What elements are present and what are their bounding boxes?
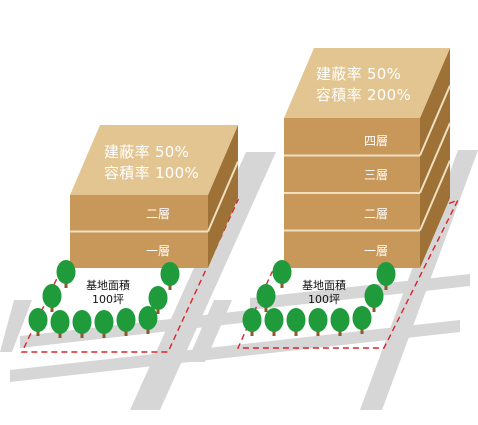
right-floor-2-label: 二層 [363, 207, 389, 221]
left-building-roof [70, 125, 238, 195]
right-tree-crown-2 [376, 262, 396, 286]
left-floor-1-label: 一層 [145, 244, 171, 258]
right-tree-crown-7 [286, 308, 306, 332]
left-tree-crown-7 [72, 310, 92, 334]
right-tree-crown-9 [330, 308, 350, 332]
left-tree-crown-2 [160, 262, 180, 286]
left-building-floor-divider-side-1 [207, 161, 239, 232]
left-trees [28, 260, 180, 338]
right-floor-1-label: 一層 [363, 244, 389, 258]
road-segment-1 [10, 320, 460, 382]
left-site-area-value: 100坪 [92, 292, 124, 306]
road-segment-4 [0, 300, 32, 352]
right-floor-3-label: 三層 [363, 168, 389, 182]
right-tree-crown-5 [242, 308, 262, 332]
right-tree-crown-4 [364, 284, 384, 308]
right-building [284, 48, 451, 268]
left-tree-crown-5 [28, 308, 48, 332]
right-tree-crown-3 [256, 284, 276, 308]
right-floor-area-ratio-label: 容積率 200% [316, 86, 412, 104]
right-site-area-label: 基地面積 100坪 [302, 279, 346, 307]
left-tree-crown-9 [116, 308, 136, 332]
left-tree-crown-8 [94, 310, 114, 334]
right-building-floor-divider-side-3 [419, 160, 451, 231]
left-tree-crown-3 [42, 284, 62, 308]
left-floor-2-label: 二層 [145, 207, 171, 221]
right-site-area-value: 100坪 [308, 292, 340, 306]
right-coverage-ratio-label: 建蔽率 50% [316, 65, 402, 83]
left-floor-area-ratio-label: 容積率 100% [104, 164, 200, 182]
left-site-area-title: 基地面積 [86, 279, 130, 292]
right-tree-crown-6 [264, 308, 284, 332]
left-tree-crown-1 [56, 260, 76, 284]
right-tree-crown-1 [272, 260, 292, 284]
right-building-floor-divider-side-2 [419, 122, 451, 194]
road-segment-5 [130, 152, 276, 410]
right-building-roof [284, 48, 450, 118]
right-trees [242, 260, 396, 336]
right-tree-crown-8 [308, 308, 328, 332]
left-tree-crown-6 [50, 310, 70, 334]
left-tree-crown-10 [138, 306, 158, 330]
road-segment-6 [187, 300, 232, 362]
right-tree-crown-10 [352, 306, 372, 330]
right-site-area-title: 基地面積 [302, 279, 346, 292]
left-coverage-ratio-label: 建蔽率 50% [104, 143, 190, 161]
left-site-area-label: 基地面積 100坪 [86, 279, 130, 307]
left-building [70, 125, 239, 268]
left-tree-crown-4 [148, 286, 168, 310]
road-segment-8 [450, 150, 478, 172]
right-floor-4-label: 四層 [363, 134, 389, 148]
right-building-floor-divider-side-1 [419, 85, 451, 156]
